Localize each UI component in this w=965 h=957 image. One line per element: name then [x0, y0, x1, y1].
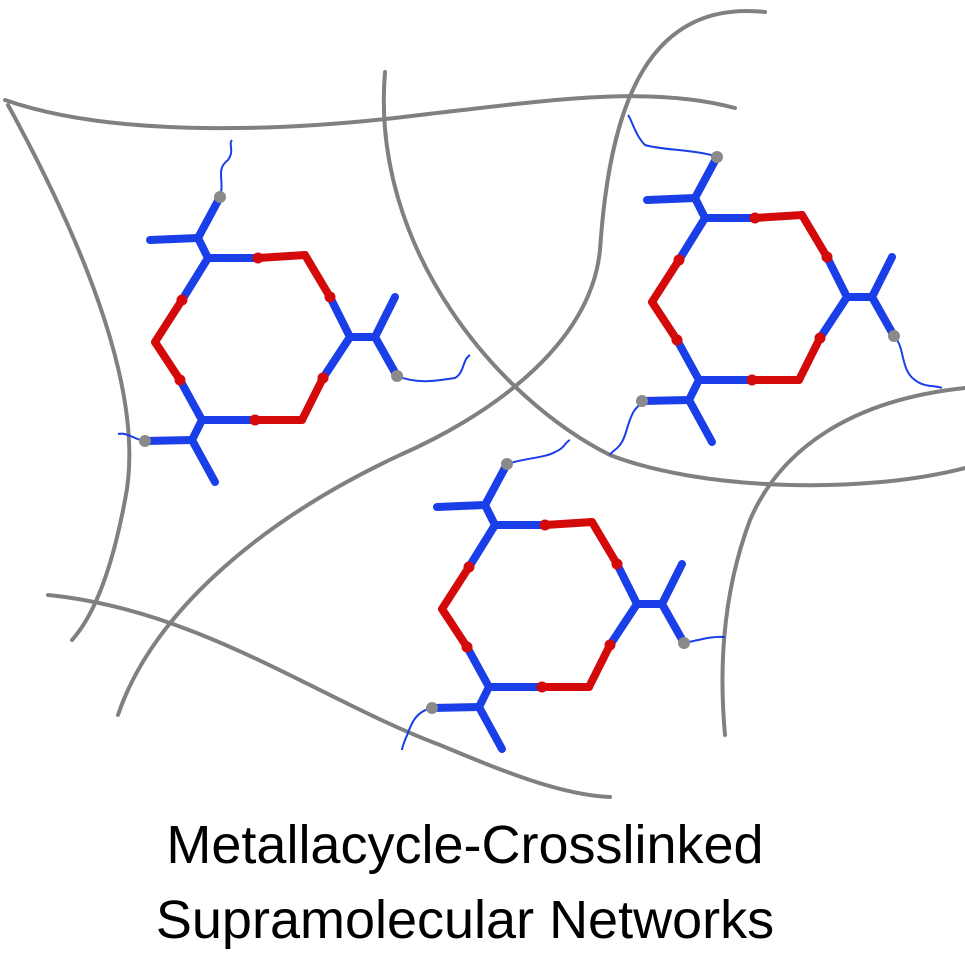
metal-bond	[151, 296, 186, 346]
polymer-chain	[6, 103, 132, 642]
end-group-ball	[391, 370, 403, 382]
metal-bond	[254, 251, 309, 262]
metal-node	[671, 334, 683, 346]
metal-bond	[648, 298, 681, 344]
metal-bond	[648, 256, 683, 306]
polymer-chain	[720, 386, 965, 737]
ligand-arm	[868, 253, 896, 301]
ligand-bond	[606, 600, 641, 649]
ligand-bond	[675, 214, 709, 264]
metal-bond	[751, 211, 806, 222]
ligand-arm	[475, 703, 506, 753]
metal-node	[252, 252, 264, 264]
ligand-bond	[613, 560, 641, 608]
ligand-arm	[146, 234, 202, 244]
ligand-bond	[176, 376, 206, 424]
ligand-bond	[326, 293, 354, 341]
ligand-bond	[463, 643, 493, 691]
linker	[893, 336, 943, 389]
ligand-bond	[178, 254, 212, 304]
end-group-ball	[214, 191, 226, 203]
end-group-ball	[888, 330, 900, 342]
metal-node	[539, 519, 551, 531]
metal-bond	[151, 338, 184, 384]
linker	[401, 707, 433, 751]
ligand-arm	[868, 293, 898, 340]
metal-node	[746, 374, 758, 386]
linker	[506, 439, 571, 465]
end-group-ball	[678, 637, 690, 649]
ligand-bond	[816, 293, 851, 342]
metal-node	[814, 332, 826, 344]
linkers	[117, 114, 943, 751]
metallacycle	[426, 458, 690, 753]
ligand-arm	[691, 153, 721, 202]
linker	[609, 400, 649, 456]
metal-bond	[541, 518, 596, 529]
metal-node	[611, 558, 623, 570]
ligand-arm	[643, 194, 699, 204]
metallacycle	[636, 151, 900, 446]
ligand-bond	[673, 336, 703, 384]
ligand-arm	[428, 703, 483, 712]
metal-node	[604, 639, 616, 651]
linker	[396, 354, 471, 383]
metal-bond	[438, 563, 473, 613]
metal-bond	[298, 374, 327, 424]
end-group-ball	[636, 395, 648, 407]
metal-node	[174, 374, 186, 386]
polymer-chain	[116, 9, 767, 717]
metal-node	[249, 414, 261, 426]
polymer-chain	[46, 593, 612, 799]
ligand-arm	[638, 396, 693, 405]
metal-bond	[438, 605, 471, 651]
ligand-arm	[188, 436, 219, 486]
metal-bond	[798, 211, 831, 261]
metal-bond	[301, 251, 334, 301]
ligand-arm	[658, 560, 686, 608]
ligand-arm	[433, 501, 489, 511]
ligand-arm	[194, 193, 224, 242]
polymer-chain	[381, 70, 965, 488]
metal-node	[536, 681, 548, 693]
metal-bond	[585, 641, 614, 691]
metal-node	[673, 254, 685, 266]
polymer-chains	[3, 9, 965, 799]
metal-node	[749, 212, 761, 224]
ligand-arm	[685, 396, 716, 446]
metal-bond	[795, 334, 824, 384]
caption-line-2: Supramolecular Networks	[155, 890, 775, 950]
metallacycles	[139, 151, 900, 753]
caption-line-1: Metallacycle-Crosslinked	[166, 815, 764, 875]
metal-node	[821, 251, 833, 263]
linker	[683, 635, 726, 644]
metal-node	[463, 561, 475, 573]
ligand-bond	[319, 333, 354, 382]
end-group-ball	[139, 435, 151, 447]
ligand-arm	[371, 293, 399, 341]
end-group-ball	[426, 702, 438, 714]
end-group-ball	[501, 458, 513, 470]
ligand-arm	[481, 460, 511, 509]
metal-node	[176, 294, 188, 306]
metal-node	[317, 372, 329, 384]
ligand-arm	[371, 333, 401, 380]
metal-node	[324, 291, 336, 303]
polymer-chain	[3, 94, 737, 131]
end-group-ball	[711, 151, 723, 163]
ligand-bond	[465, 521, 499, 571]
metal-bond	[588, 518, 621, 568]
metal-node	[461, 641, 473, 653]
linker	[627, 114, 718, 158]
ligand-arm	[141, 436, 196, 445]
ligand-bond	[823, 253, 851, 301]
linker	[219, 139, 233, 198]
metallacycle	[139, 191, 403, 486]
ligand-arm	[658, 600, 688, 647]
